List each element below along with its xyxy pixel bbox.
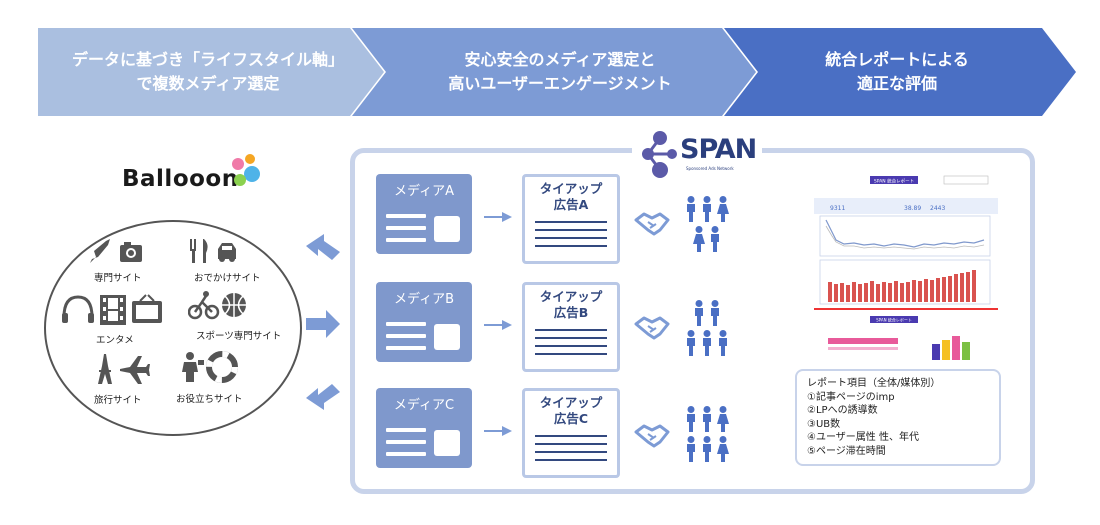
media-label: メディアC — [393, 398, 455, 413]
people-group-a — [687, 196, 729, 252]
report-item: ④ユーザー属性 性、年代 — [807, 432, 919, 443]
step1-arrow — [38, 28, 384, 116]
media-thumbnail — [434, 324, 460, 350]
tieup-ad-card: タイアップ広告C — [522, 388, 620, 478]
ad-line — [535, 459, 607, 461]
report-thumbnail: SPAN 統合レポート 9311 38.89 2443 SPAN 統合レポート — [814, 170, 998, 368]
media-label: メディアA — [394, 184, 454, 199]
category-label: スポーツ専門サイト — [196, 331, 282, 342]
media-card: メディアC — [376, 388, 472, 468]
media-line — [386, 452, 426, 456]
report-header-1: SPAN 統合レポート — [874, 178, 914, 185]
person-lifebuoy-icons — [182, 351, 238, 383]
report-item: ①記事ページのimp — [807, 391, 895, 403]
handshake-icon — [634, 212, 670, 236]
span-logo-text: SPAN — [680, 134, 757, 165]
process-arrows — [38, 28, 1076, 116]
category-label: 旅行サイト — [94, 395, 142, 406]
ad-line — [535, 337, 607, 339]
row-arrow — [484, 212, 512, 222]
media-line — [386, 226, 426, 230]
media-line — [386, 214, 426, 218]
ad-line — [535, 435, 607, 437]
ad-line — [535, 229, 607, 231]
media-line — [386, 440, 426, 444]
step2-arrow — [352, 28, 756, 116]
arrow-to-media-a — [306, 234, 340, 260]
media-thumbnail — [434, 430, 460, 456]
rocket-camera-icons — [90, 239, 142, 263]
step3-arrow — [724, 28, 1076, 116]
report-item: ③UB数 — [807, 418, 841, 430]
row-arrow — [484, 426, 512, 436]
row-arrow — [484, 320, 512, 330]
report-kpi-2: 38.89 — [904, 205, 921, 212]
ad-line — [535, 221, 607, 223]
report-kpi-1: 9311 — [830, 205, 845, 212]
bicycle-ball-icons — [188, 291, 246, 320]
people-group-b — [687, 300, 727, 356]
report-header-2: SPAN 統合レポート — [876, 317, 912, 323]
tower-airplane-icons — [98, 354, 150, 384]
category-label: おでかけサイト — [194, 273, 261, 284]
ad-line — [535, 353, 607, 355]
media-label: メディアB — [393, 292, 454, 307]
ad-line — [535, 345, 607, 347]
media-card: メディアA — [376, 174, 472, 254]
report-title: レポート項目（全体/媒体別） — [807, 378, 941, 389]
ad-line — [535, 451, 607, 453]
ballooon-logo: Ballooon — [122, 166, 239, 192]
span-logo-subtext: Sponsored Ads Network — [686, 166, 734, 171]
step3-text: 統合レポートによる適正な評価 — [825, 50, 969, 93]
arrow-to-media-c — [306, 384, 340, 410]
cutlery-car-icons — [190, 239, 236, 263]
handshake-icon — [634, 316, 670, 340]
category-label: エンタメ — [96, 335, 134, 346]
media-line — [386, 334, 426, 338]
engagement-icons — [634, 196, 729, 462]
balloons-icon — [232, 154, 260, 186]
report-items-box: レポート項目（全体/媒体別） ①記事ページのimp ②LPへの誘導数 ③UB数 … — [795, 369, 1001, 466]
report-item: ②LPへの誘導数 — [807, 405, 878, 416]
media-line — [386, 322, 426, 326]
ad-line — [535, 237, 607, 239]
arrow-to-media-b — [306, 310, 340, 338]
media-line — [386, 346, 426, 350]
ad-label: タイアップ広告A — [539, 181, 603, 212]
report-kpi-3: 2443 — [930, 205, 945, 212]
ad-line — [535, 329, 607, 331]
span-network-icon — [642, 131, 677, 178]
category-label: お役立ちサイト — [176, 394, 243, 405]
media-thumbnail — [434, 216, 460, 242]
ad-line — [535, 443, 607, 445]
tieup-ad-card: タイアップ広告B — [522, 282, 620, 372]
headphones-film-tv-icons — [62, 294, 162, 325]
ad-label: タイアップ広告C — [539, 395, 603, 426]
media-line — [386, 238, 426, 242]
media-card: メディアB — [376, 282, 472, 362]
media-line — [386, 428, 426, 432]
report-item: ⑤ページ滞在時間 — [807, 445, 886, 457]
step1-text: データに基づき「ライフスタイル軸」で複数メディア選定 — [71, 50, 344, 93]
ad-label: タイアップ広告B — [539, 289, 603, 320]
category-label: 専門サイト — [94, 273, 142, 284]
tieup-ad-card: タイアップ広告A — [522, 174, 620, 264]
step2-text: 安心安全のメディア選定と高いユーザーエンゲージメント — [448, 50, 672, 93]
handshake-icon — [634, 424, 670, 448]
site-categories-ellipse — [44, 220, 302, 436]
ad-line — [535, 245, 607, 247]
people-group-c — [687, 406, 729, 462]
